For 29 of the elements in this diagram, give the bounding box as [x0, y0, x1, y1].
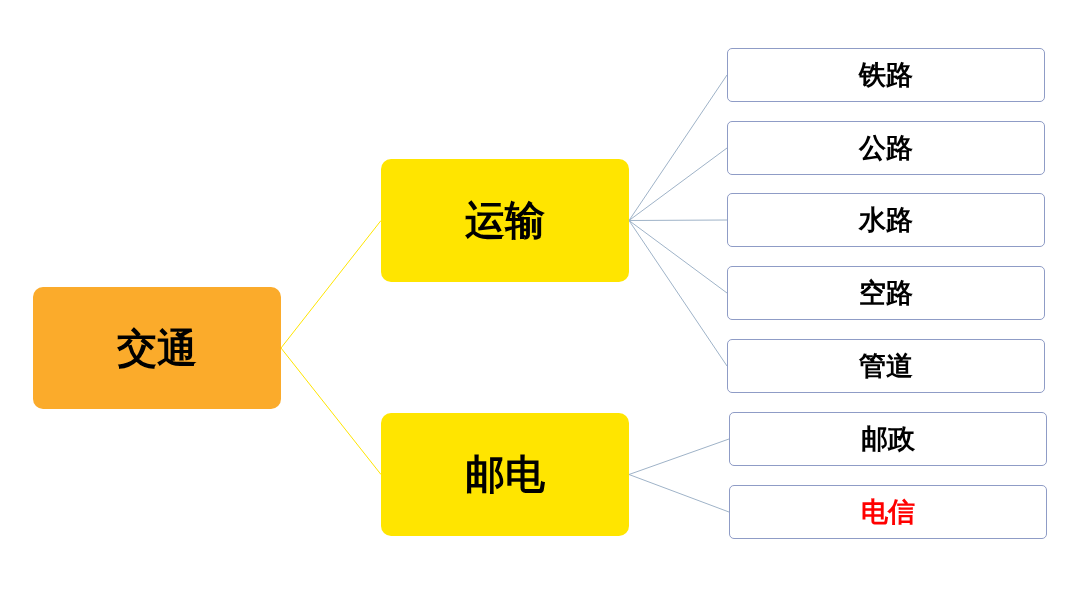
connector-line — [628, 220, 728, 367]
node-label: 管道 — [859, 349, 913, 383]
node-label: 水路 — [859, 203, 913, 237]
branch-box — [381, 413, 629, 536]
connector-line — [628, 220, 728, 294]
connector-line — [628, 74, 728, 221]
node-label: 运输 — [465, 196, 545, 245]
connector-line — [280, 220, 382, 349]
node-label: 空路 — [859, 276, 913, 310]
topic-box — [33, 287, 281, 409]
leaf-box — [727, 48, 1045, 102]
connector-line — [628, 474, 730, 513]
node-label: 铁路 — [859, 58, 913, 92]
connector-line — [280, 347, 382, 475]
leaf-box — [727, 339, 1045, 393]
leaf-box — [729, 485, 1047, 539]
leaf-box — [727, 266, 1045, 320]
leaf-box — [727, 121, 1045, 175]
connector-line — [628, 219, 728, 221]
connector-line — [628, 438, 730, 475]
node-label: 电信 — [861, 495, 915, 529]
leaf-box — [729, 412, 1047, 466]
node-label: 公路 — [859, 131, 913, 165]
connector-line — [628, 147, 728, 221]
leaf-box — [727, 193, 1045, 247]
node-label: 邮政 — [861, 422, 915, 456]
branch-box — [381, 159, 629, 282]
node-label: 交通 — [117, 323, 197, 373]
node-label: 邮电 — [465, 450, 545, 499]
